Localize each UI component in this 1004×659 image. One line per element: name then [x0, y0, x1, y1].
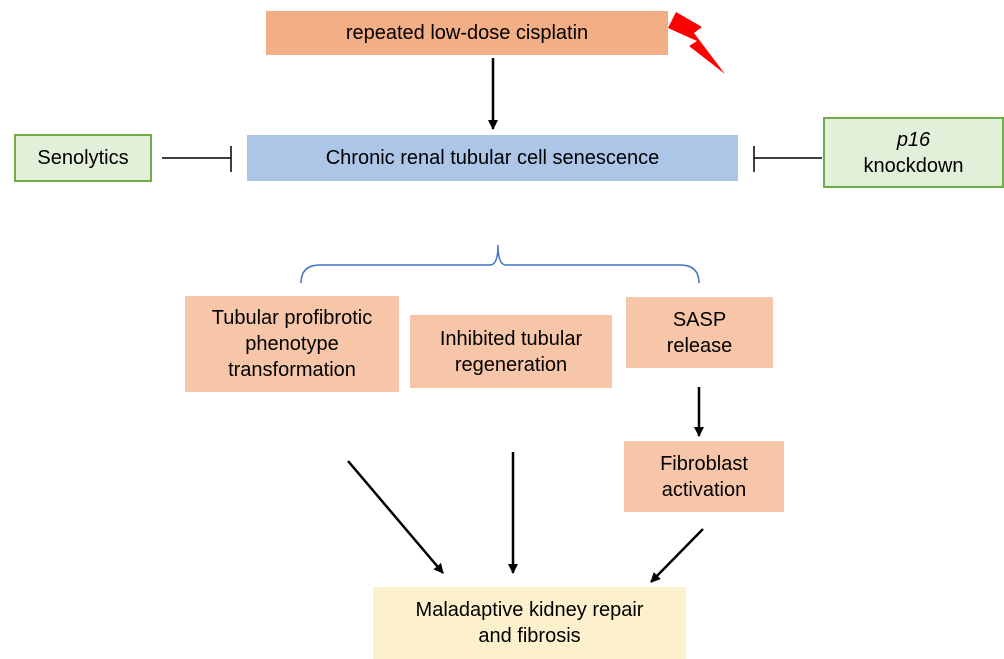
sasp-line-2: release — [666, 334, 733, 357]
outcome-line-2: and fibrosis — [478, 625, 581, 647]
profibrotic-line-2: phenotype — [245, 333, 339, 355]
arrow-fibroblast-to-outcome — [650, 528, 704, 583]
fibroblast-line-1: Fibroblast — [660, 452, 748, 475]
regeneration-line-1: Inhibited tubular — [439, 327, 583, 350]
cisplatin-node: repeated low-dose cisplatin — [266, 11, 668, 55]
fibroblast-node: Fibroblast activation — [624, 441, 784, 512]
profibrotic-node: Tubular profibrotic phenotype transforma… — [185, 296, 399, 392]
p16-gene-label: p16 — [896, 128, 931, 151]
senescence-label: Chronic renal tubular cell senescence — [325, 147, 660, 169]
lightning-icon — [668, 12, 725, 74]
outcome-node: Maladaptive kidney repair and fibrosis — [373, 587, 686, 659]
profibrotic-line-1: Tubular profibrotic — [211, 307, 373, 329]
arrow-profibrotic-to-outcome — [347, 460, 444, 574]
grouping-brace — [300, 244, 700, 284]
fibroblast-line-2: activation — [661, 478, 747, 501]
senolytics-node: Senolytics — [14, 134, 152, 182]
cisplatin-label: repeated low-dose cisplatin — [345, 22, 589, 44]
regeneration-line-2: regeneration — [454, 353, 568, 376]
p16-knockdown-node: p16 knockdown — [823, 117, 1004, 188]
profibrotic-line-3: transformation — [228, 359, 356, 381]
p16-knockdown-label: knockdown — [863, 154, 964, 177]
regeneration-node: Inhibited tubular regeneration — [410, 315, 612, 388]
senolytics-label: Senolytics — [37, 147, 129, 169]
sasp-node: SASP release — [626, 297, 773, 368]
sasp-line-1: SASP — [672, 308, 727, 331]
senescence-node: Chronic renal tubular cell senescence — [247, 135, 738, 181]
outcome-line-1: Maladaptive kidney repair — [415, 599, 644, 621]
